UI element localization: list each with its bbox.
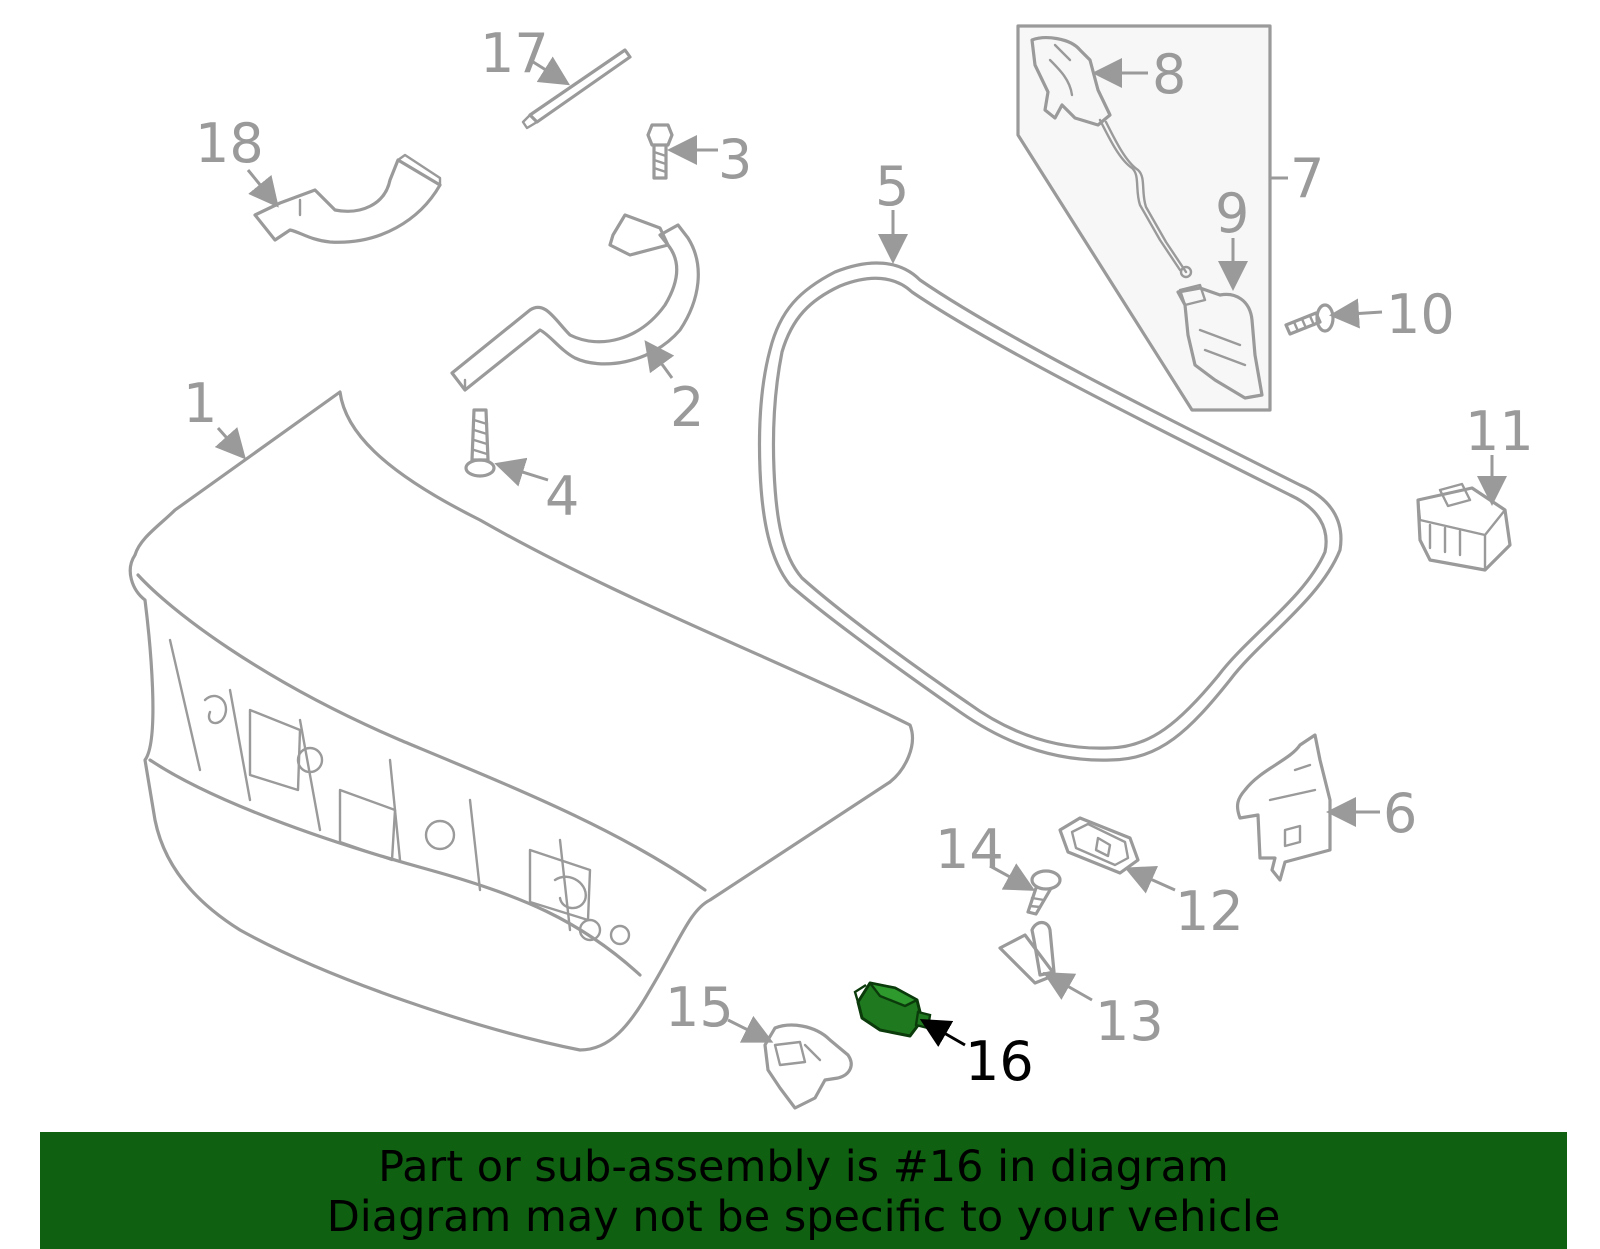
leader-lines xyxy=(214,56,1507,1047)
part-15-bracket[interactable] xyxy=(763,1023,853,1110)
callout-13: 13 xyxy=(1095,990,1164,1053)
callout-9: 9 xyxy=(1215,182,1249,245)
part-13-clip[interactable] xyxy=(998,920,1057,985)
part-10-bolt[interactable] xyxy=(1284,303,1335,336)
part-17-rod[interactable] xyxy=(521,48,632,130)
banner-line-2: Diagram may not be specific to your vehi… xyxy=(326,1192,1281,1242)
part-16-highlighted-actuator[interactable] xyxy=(853,981,932,1038)
callout-7: 7 xyxy=(1290,147,1324,210)
part-18-bracket[interactable] xyxy=(253,153,442,244)
callout-18: 18 xyxy=(195,112,264,175)
callout-3: 3 xyxy=(718,128,752,191)
callout-6: 6 xyxy=(1383,782,1417,845)
part-9-actuator[interactable] xyxy=(1176,283,1264,400)
part-6-latch[interactable] xyxy=(1235,733,1332,882)
part-1-trunk-lid[interactable] xyxy=(128,390,915,1052)
callout-15: 15 xyxy=(665,976,734,1039)
callout-10: 10 xyxy=(1386,283,1455,346)
part-5-weatherstrip[interactable] xyxy=(757,261,1343,762)
callout-14: 14 xyxy=(935,818,1004,881)
part-12-lamp[interactable] xyxy=(1058,816,1140,875)
callout-2: 2 xyxy=(670,376,704,439)
callout-1: 1 xyxy=(183,372,217,435)
callout-5: 5 xyxy=(875,155,909,218)
callout-8: 8 xyxy=(1152,43,1186,106)
parts-diagram: 1 2 3 4 5 6 7 8 9 10 11 12 13 14 15 16 1… xyxy=(128,22,1534,1110)
part-7-cable-assembly[interactable] xyxy=(1016,24,1288,412)
callout-12: 12 xyxy=(1175,880,1244,943)
callout-17: 17 xyxy=(480,22,549,85)
callout-16: 16 xyxy=(965,1030,1034,1093)
part-8-release-handle[interactable] xyxy=(1030,36,1193,279)
part-4-bolt[interactable] xyxy=(464,408,496,478)
info-banner: Part or sub-assembly is #16 in diagram D… xyxy=(40,1132,1567,1249)
part-11-switch[interactable] xyxy=(1416,482,1512,572)
part-3-bolt[interactable] xyxy=(646,123,674,180)
banner-line-1: Part or sub-assembly is #16 in diagram xyxy=(378,1142,1229,1192)
callout-4: 4 xyxy=(545,465,579,528)
part-2-hinge[interactable] xyxy=(450,213,700,392)
callout-11: 11 xyxy=(1465,400,1534,463)
part-14-screw[interactable] xyxy=(1026,869,1062,916)
